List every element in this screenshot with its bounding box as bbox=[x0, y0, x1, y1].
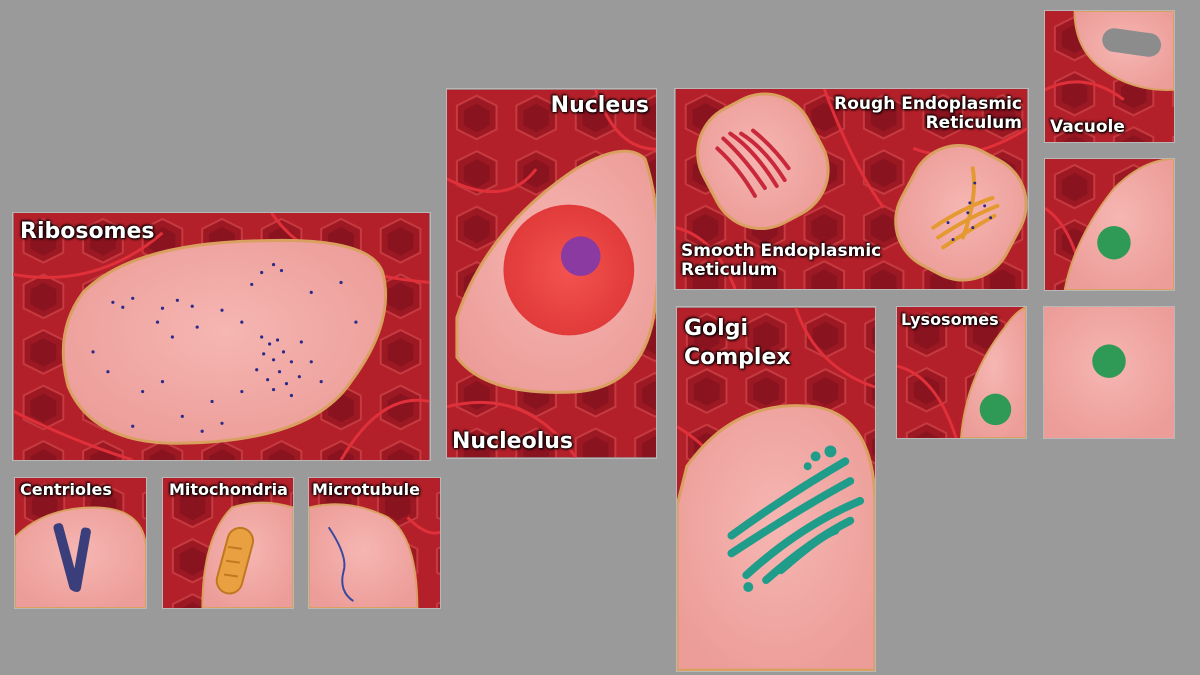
er-panel: Rough Endoplasmic Reticulum Smooth Endop… bbox=[674, 88, 1029, 290]
golgi-shape bbox=[727, 457, 865, 585]
golgi-label-line2: Complex bbox=[684, 344, 791, 370]
cell-lysosome-panel-2 bbox=[1044, 158, 1175, 291]
nucleolus-label: Nucleolus bbox=[452, 428, 573, 454]
cell-body bbox=[1063, 159, 1174, 290]
rough-er-label-line2: Reticulum bbox=[925, 112, 1022, 133]
mitochondria-shape bbox=[215, 526, 255, 595]
golgi-panel: Golgi Complex bbox=[676, 306, 876, 672]
mitochondria-panel: Mitochondria bbox=[162, 477, 294, 609]
nucleus-illustration bbox=[447, 89, 656, 458]
lysosome-shape bbox=[979, 393, 1012, 426]
centrioles-panel: Centrioles bbox=[14, 477, 147, 609]
nucleus-label: Nucleus bbox=[550, 93, 649, 118]
smooth-er-label-line1: Smooth Endoplasmic bbox=[681, 241, 882, 261]
smooth-er-label-line2: Reticulum bbox=[681, 259, 778, 280]
lysosomes-label: Lysosomes bbox=[901, 310, 999, 329]
golgi-label-line1: Golgi bbox=[684, 316, 749, 341]
lysosome-shape bbox=[1097, 225, 1131, 260]
golgi-illustration bbox=[677, 307, 875, 671]
vacuole-illustration bbox=[1045, 11, 1174, 142]
mitochondria-illustration bbox=[163, 478, 293, 608]
microtubule-label: Microtubule bbox=[312, 480, 420, 499]
cell-lysosome-panel-3 bbox=[1043, 306, 1175, 439]
lysosomes-panel: Lysosomes bbox=[896, 306, 1027, 439]
vacuole-shape bbox=[1102, 28, 1162, 57]
ribosomes-illustration bbox=[13, 213, 430, 460]
cell-body bbox=[677, 404, 875, 671]
microtubule-shape bbox=[327, 526, 354, 602]
centrioles-label: Centrioles bbox=[20, 480, 112, 499]
ribosomes-panel: Ribosomes bbox=[12, 212, 431, 461]
centriole-shape bbox=[53, 523, 91, 592]
lysosome-shape bbox=[1092, 344, 1126, 378]
rough-er-cell bbox=[696, 92, 830, 231]
lysosomes-illustration bbox=[897, 307, 1026, 438]
rough-er-label-line1: Rough Endoplasmic bbox=[834, 94, 1022, 114]
rough-er-shape bbox=[715, 128, 791, 198]
vacuole-label: Vacuole bbox=[1050, 117, 1125, 138]
ribosome-dots bbox=[91, 262, 358, 433]
nucleolus-shape bbox=[560, 236, 601, 276]
centrioles-illustration bbox=[15, 478, 146, 608]
nucleus-panel: Nucleus Nucleolus bbox=[446, 88, 657, 459]
lysosome-illustration-3 bbox=[1044, 307, 1174, 438]
rough-er-label: Rough Endoplasmic Reticulum bbox=[834, 95, 1022, 132]
lysosome-illustration-2 bbox=[1045, 159, 1174, 290]
golgi-label: Golgi Complex bbox=[684, 315, 791, 372]
microtubule-illustration bbox=[309, 478, 440, 608]
ribosomes-label: Ribosomes bbox=[20, 219, 155, 244]
cell-body bbox=[309, 503, 419, 608]
vacuole-panel: Vacuole bbox=[1044, 10, 1175, 143]
er-illustration bbox=[675, 89, 1028, 289]
smooth-er-label: Smooth Endoplasmic Reticulum bbox=[681, 242, 881, 279]
mitochondria-label: Mitochondria bbox=[169, 480, 288, 499]
microtubule-panel: Microtubule bbox=[308, 477, 441, 609]
